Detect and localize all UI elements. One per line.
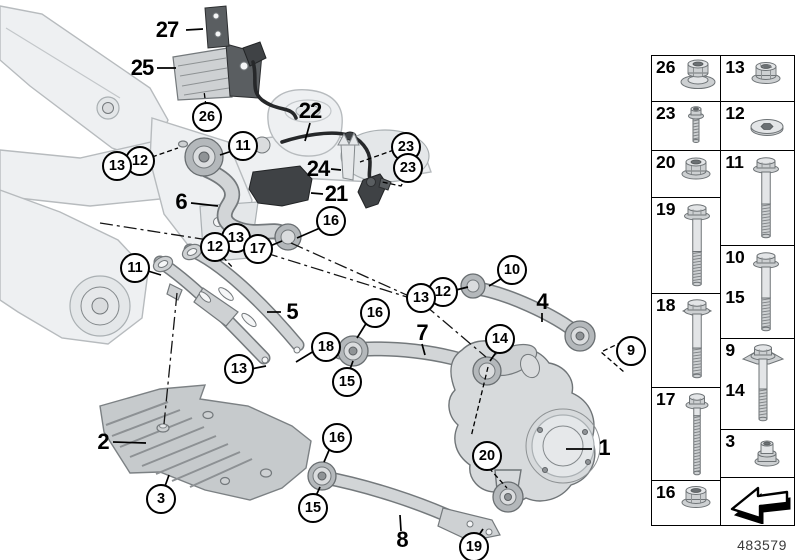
parts-cell-20: 20 [651,149,722,199]
part-number-label-9: 9 [725,340,736,361]
parts-cell-13: 13 [720,55,796,103]
hex-bolt-medium-icon [753,156,780,238]
washer-icon [750,119,784,137]
callout-6: 6 [175,189,187,214]
callout-11: 11 [228,131,258,161]
flange-nut-icon [681,157,711,180]
part-number-label-23: 23 [656,103,676,124]
callout-25: 25 [130,55,155,80]
part-number-label-10: 10 [725,246,745,267]
fastener-table-column-right: 13 12 11 10 15 9 14 3 [720,55,796,526]
part-number-label-19: 19 [656,198,676,219]
support-brace [152,243,305,365]
parts-cell-12: 12 [720,101,796,152]
part-number-label-11: 11 [725,151,744,172]
parts-cell-17: 17 [651,386,722,482]
callout-16: 16 [316,206,346,236]
doc-number: 483579 [737,537,787,553]
parts-cell-16: 16 [651,479,722,526]
callout-23: 23 [393,153,423,183]
callout-26: 26 [192,102,222,132]
upper-camber-arm [184,137,302,251]
direction-arrow-icon [731,486,791,524]
callout-17: 17 [243,234,273,264]
callout-5: 5 [286,299,298,324]
underbody-shield [99,384,312,501]
callout-3: 3 [146,484,176,514]
part-number-label-12: 12 [725,103,745,124]
callout-8: 8 [396,527,408,552]
parts-cell-arrow [720,476,796,526]
callout-13: 13 [406,283,436,313]
parts-cell-23: 23 [651,101,722,152]
parts-cell-9-14: 9 14 [720,338,796,431]
callout-7: 7 [416,320,428,345]
fastener-table: 26 23 20 19 18 17 16 13 12 11 10 15 9 14 3 [651,55,796,526]
part-number-label-15: 15 [725,286,745,307]
callout-15: 15 [298,493,328,523]
parts-cell-11: 11 [720,149,796,247]
callout-20: 20 [472,441,502,471]
sensor-bracket [337,131,360,181]
lock-flange-nut-icon [751,62,781,84]
callout-15: 15 [332,367,362,397]
callout-4: 4 [536,289,548,314]
callout-11: 11 [120,253,150,283]
fastener-table-column-left: 26 23 20 19 18 17 16 [651,55,722,526]
part-number-label-17: 17 [656,388,676,409]
lower-trailing-arm [307,461,501,542]
parts-cell-3: 3 [720,428,796,479]
parts-cell-18: 18 [651,293,722,389]
callout-13: 13 [224,354,254,384]
callout-24: 24 [306,156,331,181]
parts-cell-26: 26 [651,55,722,103]
callout-18: 18 [311,332,341,362]
callout-14: 14 [485,324,515,354]
parts-cell-10-15: 10 15 [720,244,796,340]
hex-bolt-long-icon [685,392,709,475]
callout-19: 19 [459,532,489,560]
callout-9: 9 [616,336,646,366]
part-number-label-14: 14 [725,380,745,401]
cable-guard [248,165,313,207]
part-number-label-20: 20 [656,151,676,172]
collar-nut-washer-icon [680,59,716,89]
callout-10: 10 [497,255,527,285]
callout-16: 16 [322,423,352,453]
small-screw-icon [688,106,704,144]
callout-27: 27 [155,17,180,42]
callout-12: 12 [200,232,230,262]
part-number-label-16: 16 [656,481,676,502]
collar-nut-icon [754,440,780,467]
centerlines [99,222,625,489]
hex-bolt-medium-icon [753,252,780,332]
part-number-label-13: 13 [725,57,745,77]
callout-1: 1 [598,435,610,460]
flange-nut-icon [681,485,711,508]
hex-bolt-pointed-washer-icon [742,344,785,422]
retaining-bracket [204,5,230,49]
part-number-label-3: 3 [725,430,736,451]
callout-22: 22 [298,98,323,123]
callout-2: 2 [97,429,109,454]
abs-sensor-cable [242,41,392,209]
callout-21: 21 [324,181,349,206]
callout-16: 16 [360,298,390,328]
hex-bolt-medium-icon [684,204,710,287]
callout-13: 13 [102,151,132,181]
toe-control-arm [460,273,596,352]
part-number-label-18: 18 [656,295,676,316]
part-number-label-26: 26 [656,57,676,77]
parts-cell-19: 19 [651,196,722,295]
hex-bolt-flange-icon [681,299,713,379]
wheel-carrier [448,340,601,513]
